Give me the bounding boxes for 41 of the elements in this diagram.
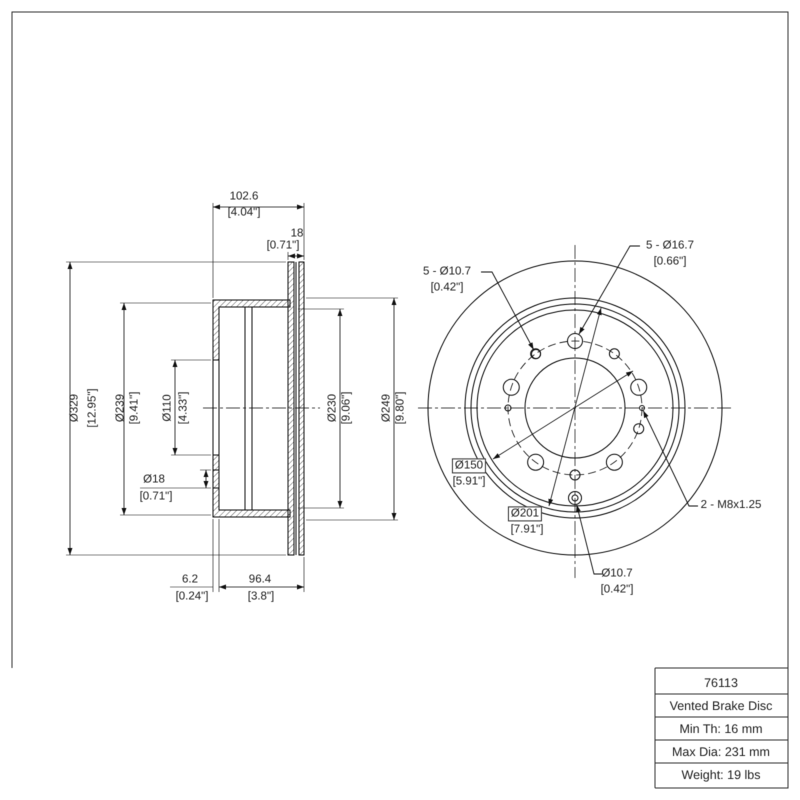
dimension-label: [9.41"]: [128, 392, 142, 424]
dimension-label: Ø201: [508, 506, 542, 522]
dimension-label: 6.2: [182, 573, 198, 587]
leader-line: [576, 504, 602, 574]
callout-label: Ø10.7 [0.42"]: [600, 566, 634, 598]
dimension-label: [12.95"]: [86, 388, 100, 428]
spec-text: 76113: [704, 676, 738, 690]
dimension-label: [0.24"]: [176, 590, 208, 604]
dimension-label: 18: [290, 227, 304, 240]
dimension-label: [9.80"]: [394, 392, 408, 424]
dimension-label: 102.6: [230, 190, 258, 204]
bolt-hole: [531, 349, 541, 359]
spec-text: Weight: 19 lbs: [682, 768, 760, 782]
dimension-label: [0.71"]: [140, 490, 172, 504]
leader-line: [578, 246, 640, 335]
leader-line: [480, 272, 534, 350]
dimension-label: Ø230: [326, 394, 340, 422]
dimension-label: Ø239: [114, 394, 128, 422]
spec-text: Max Dia: 231 mm: [672, 745, 770, 759]
dimension-label: Ø110: [161, 394, 174, 422]
dimension-label: Ø249: [380, 394, 394, 422]
dimension-label: [9.06"]: [340, 392, 354, 424]
threaded-hole: [639, 405, 645, 411]
dimension-label: [4.04"]: [228, 206, 260, 220]
dimension-label: [4.33"]: [177, 392, 190, 424]
dimension-label: [5.91"]: [452, 475, 486, 489]
callout-label: 5 - Ø16.7 [0.66"]: [646, 238, 694, 270]
callout-label: 2 - M8x1.25: [700, 498, 762, 514]
dimension-label: Ø329: [68, 394, 82, 422]
dimension-label: [0.71"]: [266, 239, 300, 253]
dimension-label: 96.4: [248, 573, 272, 587]
dimension-label: [7.91"]: [510, 523, 544, 537]
dimension-label: [3.8"]: [248, 590, 274, 604]
bolt-hole: [567, 333, 583, 349]
leader-line: [642, 410, 698, 506]
bolt-hole: [568, 491, 582, 505]
spec-text: Vented Brake Disc: [670, 699, 772, 713]
callout-label: 5 - Ø10.7 [0.42"]: [423, 264, 471, 296]
spec-text: Min Th: 16 mm: [679, 722, 763, 736]
dimension-label: Ø18: [143, 473, 165, 487]
dimension-label: Ø150: [452, 458, 486, 474]
